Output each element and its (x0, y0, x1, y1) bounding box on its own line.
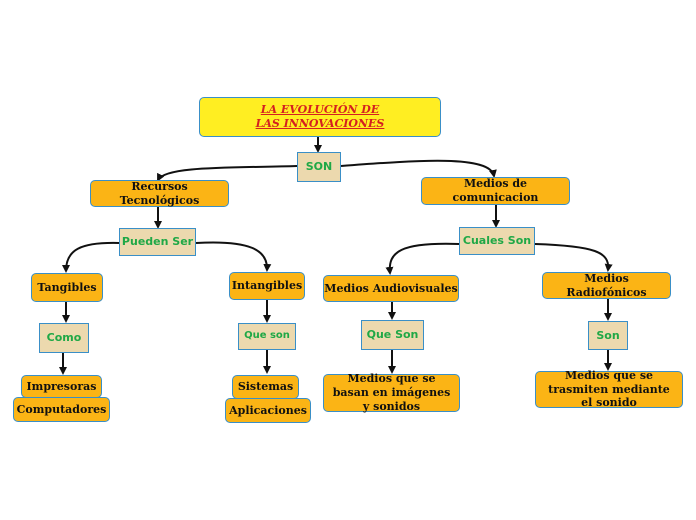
arrow-puedenser-intangibles (195, 241, 272, 272)
pueden-ser-link[interactable]: Pueden Ser (119, 228, 196, 256)
sistemas-node[interactable]: Sistemas (232, 375, 299, 399)
son-radiofonicos-link[interactable]: Son (588, 321, 628, 350)
que-son-audiovisuales-link[interactable]: Que Son (361, 320, 424, 350)
arrow-cualesson-audiovisuales (385, 242, 460, 275)
cuales-son-link[interactable]: Cuales Son (459, 227, 535, 255)
title-node[interactable]: LA EVOLUCIÓN DE LAS INNOVACIONES (199, 97, 441, 137)
aplicaciones-node[interactable]: Aplicaciones (225, 398, 311, 423)
impresoras-node[interactable]: Impresoras (21, 375, 102, 398)
medios-comunicacion-node[interactable]: Medios de comunicacion (421, 177, 570, 205)
medios-audiovisuales-node[interactable]: Medios Audiovisuales (323, 275, 459, 302)
radiofonicos-description-node[interactable]: Medios que se trasmiten mediante el soni… (535, 369, 683, 409)
recursos-tecnologicos-node[interactable]: Recursos Tecnológicos (90, 180, 229, 207)
computadores-node[interactable]: Computadores (13, 397, 110, 422)
tangibles-node[interactable]: Tangibles (31, 273, 103, 302)
que-son-intangibles-link[interactable]: Que son (238, 323, 296, 350)
intangibles-node[interactable]: Intangibles (229, 272, 305, 300)
arrow-puedenser-tangibles (62, 241, 120, 273)
arrow-cualesson-radiofonicos (534, 243, 613, 272)
como-link[interactable]: Como (39, 323, 89, 353)
arrow-son-recursos (157, 165, 298, 182)
arrow-son-medios (340, 159, 497, 178)
medios-radiofonicos-node[interactable]: Medios Radiofónicos (542, 272, 671, 299)
son-link[interactable]: SON (297, 152, 341, 182)
audiovisuales-description-node[interactable]: Medios que se basan en imágenes y sonido… (323, 372, 460, 413)
